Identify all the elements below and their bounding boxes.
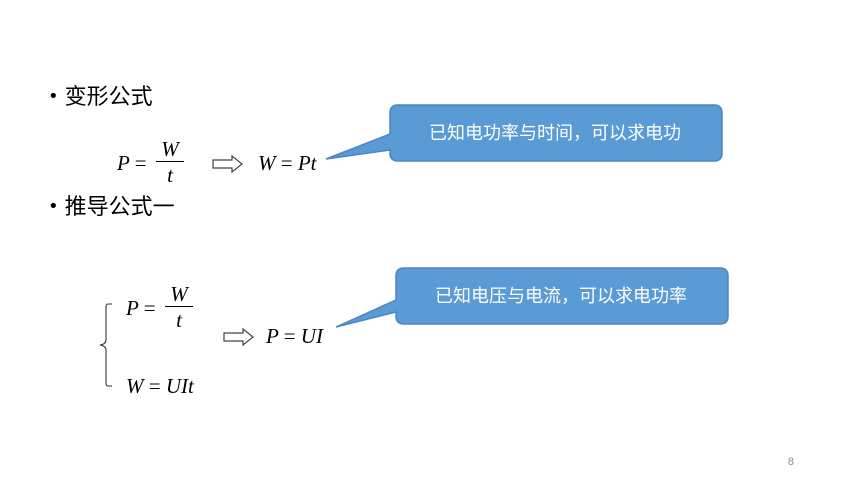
- left-brace-icon: [99, 303, 112, 387]
- formula2-denominator: t: [176, 308, 182, 332]
- callout-bubble-power: [335, 267, 729, 328]
- bullet-dot: •: [48, 196, 59, 217]
- formula2-fraction: W t: [165, 282, 193, 332]
- fraction-bar: [165, 306, 193, 307]
- formula2-line1-lhs: P =: [126, 296, 156, 320]
- callout-bubble-work: [325, 104, 723, 162]
- formula1-lhs: P =: [117, 151, 147, 175]
- fraction-bar: [156, 161, 184, 162]
- formula1-denominator: t: [167, 163, 173, 187]
- implies-arrow-icon: [212, 155, 243, 173]
- formula2-line2: W = UIt: [126, 374, 194, 398]
- formula1-result: W = Pt: [258, 151, 317, 175]
- page-number: 8: [787, 456, 794, 468]
- implies-arrow-icon: [223, 328, 254, 346]
- bullet-variant-formula: •变形公式: [48, 84, 153, 111]
- bullet-dot: •: [48, 86, 59, 107]
- formula2-numerator: W: [170, 282, 188, 306]
- bullet-derive-label: 推导公式一: [64, 195, 175, 220]
- callout-text-work: 已知电功率与时间，可以求电功: [429, 123, 681, 144]
- formula2-result: P = UI: [266, 324, 323, 348]
- formula1-fraction: W t: [156, 137, 184, 187]
- bullet-derivation-formula: •推导公式一: [48, 194, 175, 221]
- formula1-numerator: W: [161, 137, 179, 161]
- bullet-variant-label: 变形公式: [64, 85, 153, 110]
- callout-text-power: 已知电压与电流，可以求电功率: [435, 286, 687, 307]
